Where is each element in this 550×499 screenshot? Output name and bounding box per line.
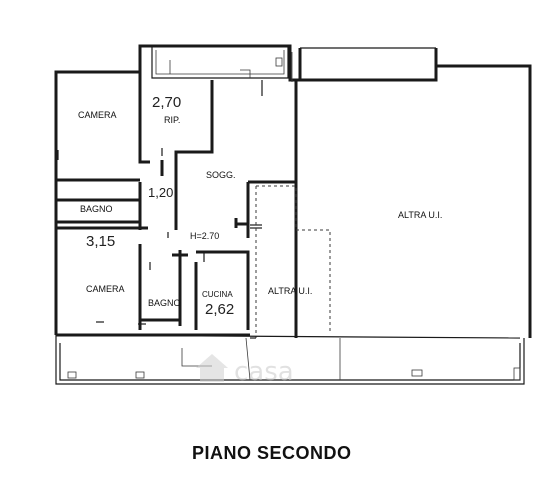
- room-label-cucina: CUCINA: [202, 290, 233, 299]
- doors-openings: [57, 80, 331, 339]
- top-niche: [151, 46, 293, 82]
- watermark-text: casa: [234, 357, 294, 387]
- kitchen-height-annotation: 2,62: [205, 301, 234, 318]
- room-label-sogg: SOGG.: [206, 170, 236, 180]
- outer-walls: [54, 44, 532, 385]
- watermark: casa: [196, 354, 294, 387]
- interior-walls: [56, 72, 296, 330]
- room-label-camera-bottom: CAMERA: [86, 284, 125, 294]
- room-label-altra-ui-right: ALTRA U.I.: [398, 210, 442, 220]
- room-label-altra-ui-center: ALTRA U.I.: [268, 286, 312, 296]
- height-label: H=2.70: [190, 231, 219, 241]
- rip-height-annotation: 2,70: [152, 94, 181, 111]
- plan-title: PIANO SECONDO: [192, 443, 352, 463]
- room-label-bagno-left: BAGNO: [80, 204, 113, 214]
- house-icon: [196, 354, 228, 382]
- room-label-bagno-bottom: BAGNO: [148, 298, 181, 308]
- room-label-rip: RIP.: [164, 115, 180, 125]
- left-height-annotation: 3,15: [86, 233, 115, 250]
- room-label-camera-top: CAMERA: [78, 110, 117, 120]
- corridor-width-annotation: 1,20: [148, 185, 173, 200]
